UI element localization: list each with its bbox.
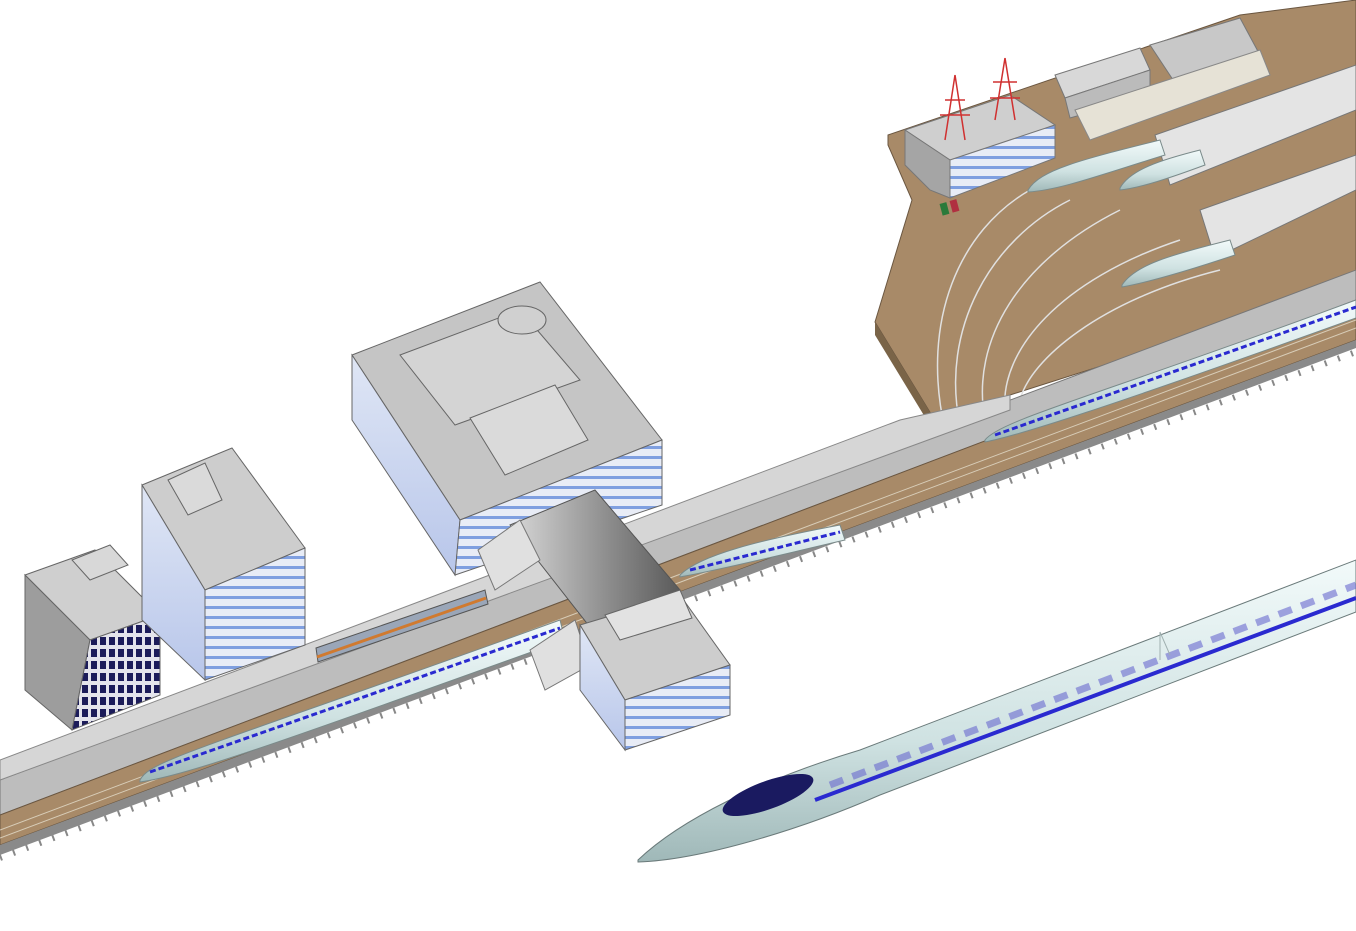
commuter-train xyxy=(315,589,489,663)
station-concourse xyxy=(477,489,681,691)
shinkansen-n700-foreground xyxy=(637,559,1356,863)
station-stairs xyxy=(477,519,541,591)
depot-office-building xyxy=(903,94,1057,199)
rooftop-tank xyxy=(497,305,547,335)
cockpit-window xyxy=(722,773,814,817)
mid-office-building xyxy=(141,447,306,682)
depot-trains xyxy=(1027,139,1236,288)
small-office-building xyxy=(24,544,161,731)
depot-tracks xyxy=(936,189,1221,431)
viaduct-shinkansen-trains xyxy=(139,299,1356,783)
parked-cars xyxy=(939,199,960,216)
station-front-building xyxy=(579,589,731,752)
depot-workshop xyxy=(1054,17,1271,141)
transmission-towers xyxy=(940,57,1020,141)
